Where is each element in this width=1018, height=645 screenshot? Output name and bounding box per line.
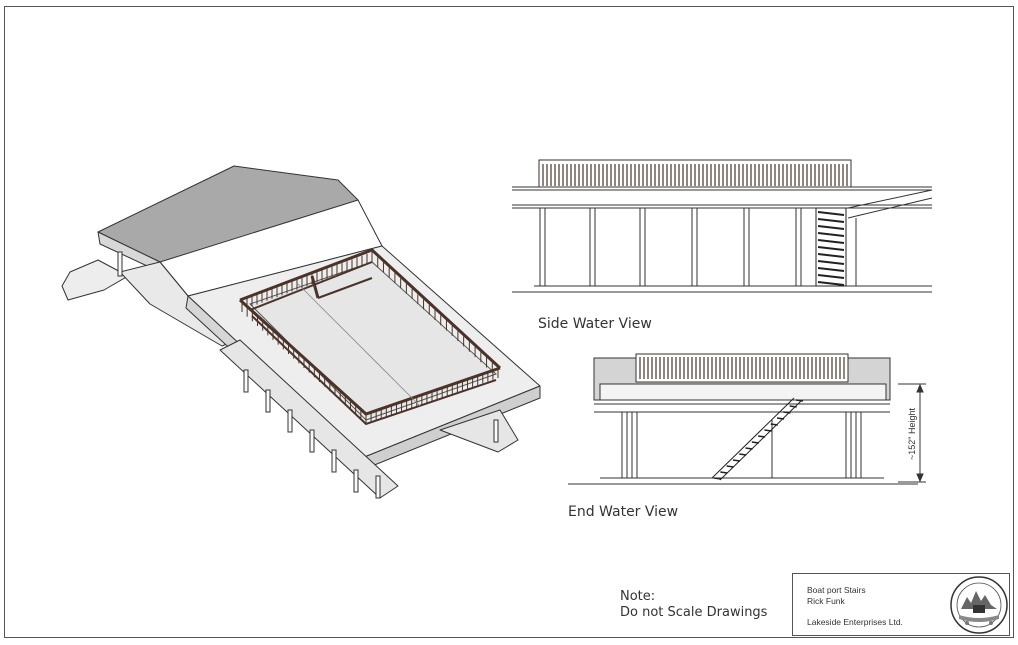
pier: [243, 369, 249, 393]
note-text: Do not Scale Drawings: [620, 605, 768, 620]
side-stair-step: [817, 253, 845, 258]
railing-divider: [310, 275, 320, 299]
side-post: [539, 207, 546, 287]
pier: [309, 429, 315, 453]
side-post: [795, 207, 802, 287]
side-post: [743, 207, 750, 287]
end-post: [631, 411, 638, 479]
pier: [117, 251, 123, 277]
title-block: Boat port Stairs Rick Funk Lakeside Ente…: [792, 573, 1010, 636]
railing-inner-floor: [249, 261, 497, 421]
side-stair-step: [817, 274, 845, 279]
pier: [331, 449, 337, 473]
drawing-sheet-border: [4, 6, 1014, 638]
company-seal-logo-icon: [950, 576, 1008, 634]
side-post: [589, 207, 596, 287]
end-stair-step: [720, 471, 728, 474]
side-post: [691, 207, 698, 287]
side-stair-stringer: [815, 207, 847, 287]
side-stair-step: [817, 232, 845, 237]
side-stair-step: [817, 218, 845, 223]
end-stair-step: [783, 411, 791, 414]
end-stair-step: [770, 423, 778, 426]
side-stair-step: [817, 211, 845, 216]
railing-back-rail: [239, 248, 502, 370]
bottom-beam: [219, 339, 399, 499]
end-stair-step: [776, 417, 785, 420]
end-stair: [711, 397, 803, 481]
end-stair-step: [795, 399, 804, 402]
side-stair-step: [817, 239, 845, 244]
side-view-label: Side Water View: [538, 316, 652, 332]
pier: [287, 409, 293, 433]
side-stair-step: [817, 267, 845, 272]
side-post: [639, 207, 646, 287]
end-stair-step: [726, 465, 734, 468]
end-stair-step: [751, 441, 759, 444]
side-stair-step: [817, 281, 845, 286]
railing-back-base: [249, 261, 373, 311]
note-heading: Note:: [620, 589, 656, 604]
side-roof-extension: [847, 189, 933, 209]
project-name: Boat port Stairs: [807, 585, 866, 595]
pier: [375, 475, 381, 499]
company-name: Lakeside Enterprises Ltd.: [807, 617, 903, 627]
end-stair-step: [745, 447, 753, 450]
end-stair-step: [713, 477, 722, 480]
designer-name: Rick Funk: [807, 596, 845, 606]
height-dimension-label: ~152" Height: [907, 408, 917, 460]
pier: [265, 389, 271, 413]
pier: [493, 419, 499, 443]
end-post: [855, 411, 862, 479]
pier: [353, 469, 359, 493]
end-post: [621, 411, 628, 479]
railing-divider: [317, 277, 373, 299]
end-stair-step: [732, 459, 741, 462]
side-stair-step: [817, 246, 845, 251]
end-stair-step: [764, 429, 772, 432]
end-stair-step: [739, 453, 747, 456]
end-deck-slab: [599, 383, 887, 401]
side-stair-step: [817, 260, 845, 265]
side-stair-step: [817, 225, 845, 230]
note-block: Note: Do not Scale Drawings: [620, 589, 767, 621]
end-stair-step: [758, 435, 766, 438]
end-post: [845, 411, 852, 479]
height-dimension-line: [898, 383, 926, 483]
deck-seam-line: [295, 281, 421, 407]
end-view-label: End Water View: [568, 504, 679, 520]
end-stair-step: [789, 405, 797, 408]
